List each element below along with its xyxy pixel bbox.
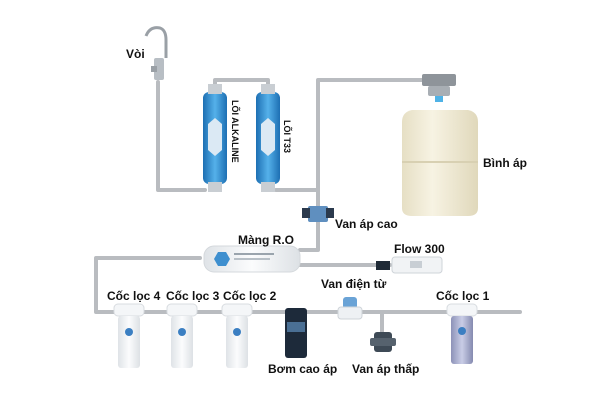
booster-pump [285, 308, 307, 358]
high-pressure-valve [302, 206, 334, 222]
label-solenoid: Van điện từ [321, 277, 387, 291]
pipe-valve-to-ro [298, 220, 320, 252]
t33-cartridge [256, 84, 280, 192]
low-pressure-valve [370, 332, 396, 352]
label-low-valve: Van áp thấp [352, 362, 420, 376]
label-pump: Bơm cao áp [268, 362, 338, 376]
label-tank: Bình áp [483, 156, 527, 170]
label-filter1: Cốc lọc 1 [436, 289, 490, 303]
filter-housing-4 [113, 303, 145, 368]
label-flow: Flow 300 [394, 242, 445, 256]
label-alkaline: LÕI ALKALINE [230, 100, 240, 163]
label-tap: Vòi [126, 47, 145, 61]
label-filter3: Cốc lọc 3 [166, 289, 220, 303]
alkaline-cartridge [203, 84, 227, 192]
solenoid-valve [337, 297, 363, 320]
flow-restrictor [376, 256, 443, 274]
label-t33: LÕI T33 [282, 120, 292, 154]
tank-valve [422, 74, 456, 102]
filter-housing-2 [221, 303, 253, 368]
pressure-tank [402, 110, 478, 216]
filter-housing-1 [446, 303, 478, 364]
pipe-ro-to-filter4 [94, 256, 202, 314]
pipe-tap-to-alkaline [156, 80, 207, 192]
pipe-alkaline-to-t33 [213, 78, 270, 90]
label-high-valve: Van áp cao [335, 217, 398, 231]
pipe-t33-to-tank [274, 78, 432, 192]
ro-membrane-housing [203, 245, 301, 273]
label-filter4: Cốc lọc 4 [107, 289, 161, 303]
label-filter2: Cốc lọc 2 [223, 289, 277, 303]
filter-housing-3 [166, 303, 198, 368]
faucet [144, 26, 168, 80]
label-ro-membrane: Màng R.O [238, 233, 294, 247]
